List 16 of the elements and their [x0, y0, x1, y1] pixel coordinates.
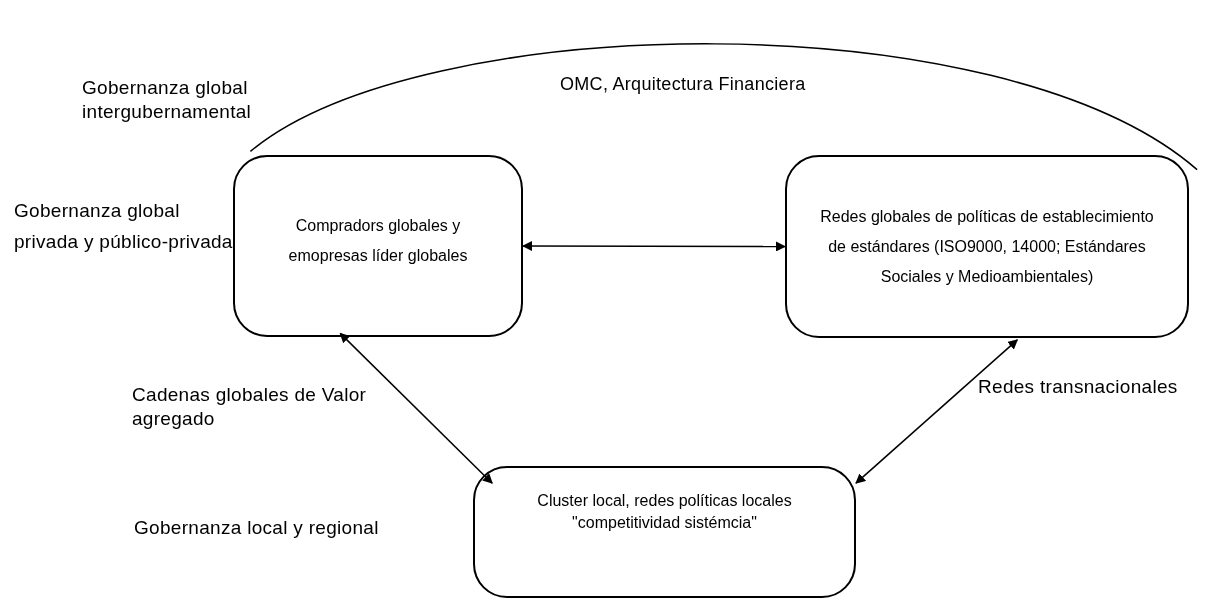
annotation-text: Redes transnacionales	[978, 375, 1179, 399]
annotation-text: Gobernanza global intergubernamental	[82, 76, 253, 124]
arc-line	[249, 43, 1198, 171]
rounded-box	[785, 155, 1189, 338]
box-text: Redes globales de políticas de establecimiento de estándares (ISO9000, 14000; Estándares Sociales y Medioambientales)	[819, 206, 1155, 287]
double-arrow	[855, 339, 1019, 484]
annotation-text: Cadenas globales de Valor agregado	[132, 383, 368, 431]
double-arrow	[522, 241, 786, 252]
double-arrow	[339, 332, 493, 484]
rounded-box	[233, 155, 523, 337]
annotation-text: Gobernanza global privada y público-privada	[14, 199, 234, 254]
rounded-box	[473, 466, 856, 598]
box-text: Cluster local, redes políticas locales "competitividad sistémcia"	[536, 491, 793, 533]
box-text: Compradors globales y emopresas líder globales	[287, 216, 469, 266]
annotation-text: OMC, Arquitectura Financiera	[560, 73, 807, 96]
annotation-text: Gobernanza local y regional	[134, 516, 380, 540]
